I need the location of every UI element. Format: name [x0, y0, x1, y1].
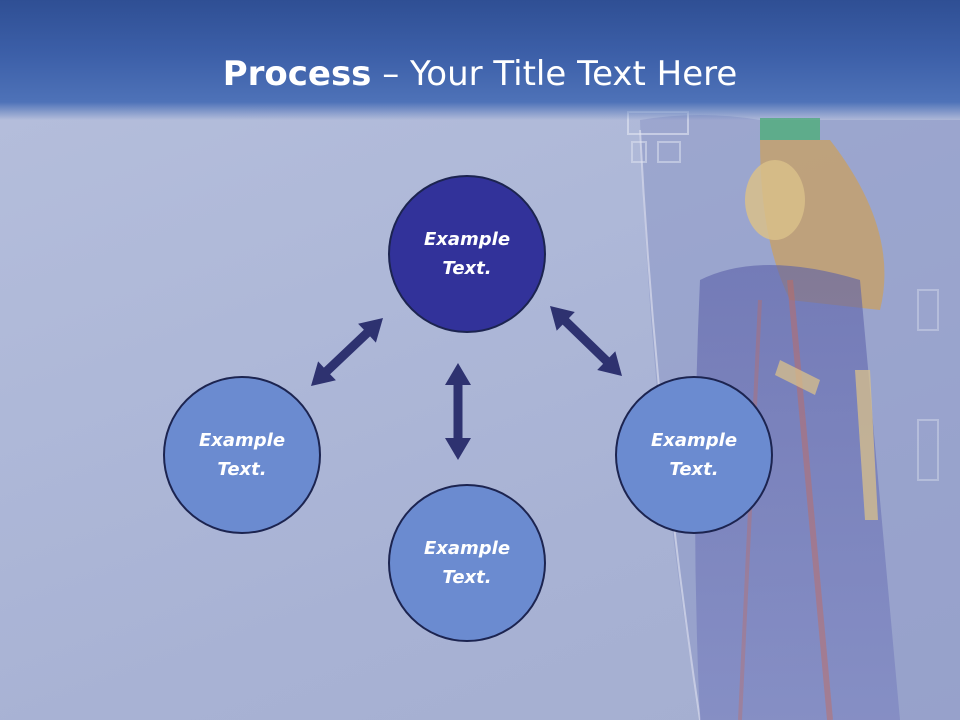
node-label-line1: Example	[423, 538, 511, 559]
title-bold: Process	[222, 54, 372, 94]
arrow-top-left	[311, 318, 383, 386]
node-label-line2: Text.	[217, 459, 267, 480]
arrow-top-right	[550, 306, 622, 376]
node-circle-left	[163, 376, 321, 534]
node-label-line1: Example	[650, 430, 738, 451]
node-circle-top	[388, 175, 546, 333]
node-label-line1: Example	[423, 229, 511, 250]
slide-title: Process – Your Title Text Here	[0, 52, 960, 96]
node-circle-bottom	[388, 484, 546, 642]
node-label-line1: Example	[198, 430, 286, 451]
node-circle-right	[615, 376, 773, 534]
title-band	[0, 0, 960, 120]
node-label-line2: Text.	[442, 567, 492, 588]
node-label-line2: Text.	[442, 258, 492, 279]
title-rest: – Your Title Text Here	[371, 54, 738, 94]
node-label-line2: Text.	[669, 459, 719, 480]
arrow-top-bottom	[445, 363, 471, 460]
